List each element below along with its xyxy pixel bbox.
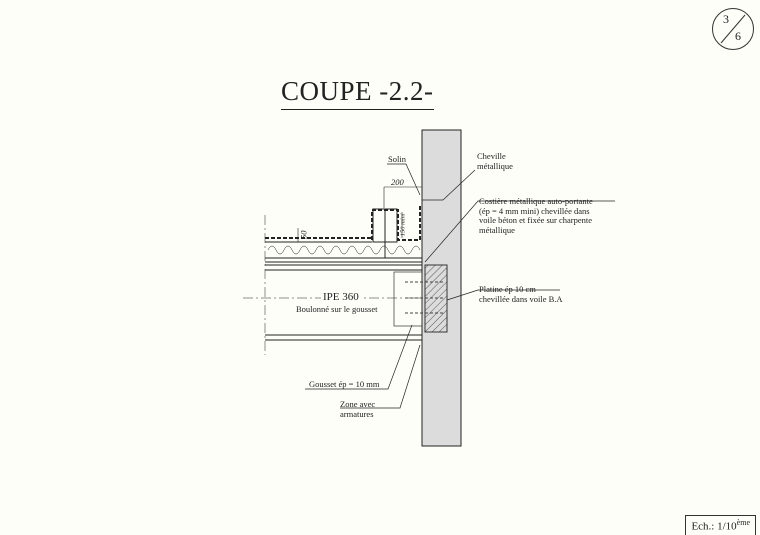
label-costiere-line: Costière métallique auto-portante (479, 196, 593, 206)
roof-slab (265, 186, 443, 263)
leader-lines (305, 163, 615, 409)
scale-suffix: ème (736, 518, 750, 528)
label-ipe-note: Boulonné sur le gousset (296, 304, 378, 314)
ipe-beam (243, 215, 422, 355)
scale-box: Ech.: 1/10ème (685, 515, 756, 535)
label-cheville-line: Cheville (477, 151, 506, 161)
dim-width: 200 (391, 177, 404, 187)
scale-text: Ech.: 1/10 (691, 521, 737, 533)
label-solin: Solin (388, 154, 406, 164)
page-title: COUPE -2.2- (281, 76, 434, 110)
label-costiere-line: métallique (479, 224, 515, 235)
sheet-current: 3 (723, 12, 729, 26)
label-cheville-line: métallique (477, 160, 513, 171)
sheet-total: 6 (735, 29, 741, 43)
dim-height: 150 mini (399, 213, 407, 237)
label-platine-line: Platine ép 10 cm (479, 284, 536, 294)
label-costiere-line: voile béton et fixée sur charpente (479, 215, 593, 225)
label-costiere-line: (ép = 4 mm mini) chevillée dans (479, 205, 590, 216)
sheet-number-badge: 3 6 (712, 8, 754, 50)
label-ipe: IPE 360 (321, 291, 361, 303)
label-platine-line: chevillée dans voile B.A (479, 293, 563, 304)
label-gousset: Gousset ép = 10 mm (309, 379, 380, 389)
dim-thickness: 50 (298, 230, 309, 240)
label-zone-line: Zone avec (340, 399, 376, 409)
gusset-plate (393, 271, 423, 327)
bolts (405, 281, 445, 314)
label-costiere: Costière métallique auto-portante(ép = 4… (479, 196, 593, 235)
label-zone-line: armatures (340, 408, 374, 419)
